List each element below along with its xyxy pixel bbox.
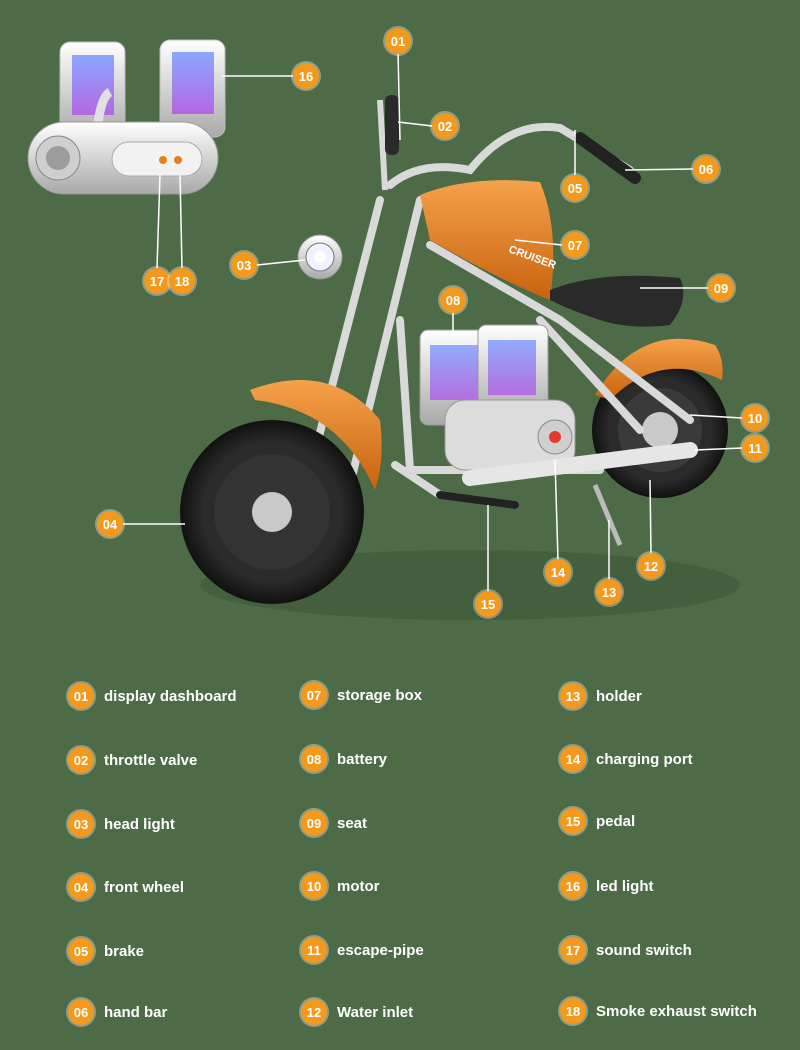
sound-switch-dot — [159, 156, 167, 164]
callout-05: 05 — [562, 175, 588, 201]
legend-item-16: 16 led light — [560, 873, 654, 899]
legend-item-18: 18 Smoke exhaust switch — [560, 998, 757, 1024]
exhaust-pipe — [462, 442, 698, 486]
legend-item-13: 13 holder — [560, 683, 642, 709]
callout-12: 12 — [638, 553, 664, 579]
legend-item-11: 11 escape-pipe — [301, 937, 424, 963]
callout-18: 18 — [169, 268, 195, 294]
legend-num: 06 — [68, 999, 94, 1025]
legend-item-01: 01 display dashboard — [68, 683, 237, 709]
legend-item-08: 08 battery — [301, 746, 387, 772]
legend-num: 16 — [560, 873, 586, 899]
legend-label: brake — [104, 942, 145, 960]
legend-item-12: 12 Water inlet — [301, 999, 413, 1025]
legend-label: holder — [596, 687, 642, 705]
callout-13: 13 — [596, 579, 622, 605]
legend-num: 04 — [68, 874, 94, 900]
pedal — [436, 491, 519, 509]
legend-num: 10 — [301, 873, 327, 899]
callout-06: 06 — [693, 156, 719, 182]
rear-fender — [595, 338, 723, 400]
front-wheel — [180, 420, 364, 604]
legend-num: 15 — [560, 808, 586, 834]
callout-14: 14 — [545, 559, 571, 585]
legend-num: 13 — [560, 683, 586, 709]
legend-num: 05 — [68, 938, 94, 964]
legend-num: 17 — [560, 937, 586, 963]
callout-11: 11 — [742, 435, 768, 461]
legend-item-15: 15 pedal — [560, 808, 635, 834]
legend-num: 09 — [301, 810, 327, 836]
callout-03: 03 — [231, 252, 257, 278]
kickstand — [592, 484, 623, 546]
legend-label: motor — [337, 877, 380, 895]
legend-item-17: 17 sound switch — [560, 937, 692, 963]
legend-label: escape-pipe — [337, 941, 424, 959]
legend-item-10: 10 motor — [301, 873, 380, 899]
callout-09: 09 — [708, 275, 734, 301]
leader-lines — [123, 51, 743, 592]
seat — [550, 275, 684, 327]
legend-item-09: 09 seat — [301, 810, 367, 836]
legend-num: 03 — [68, 811, 94, 837]
legend-label: Smoke exhaust switch — [596, 1002, 757, 1020]
dashboard-stalk — [377, 99, 388, 191]
callout-02: 02 — [432, 113, 458, 139]
legend-label: seat — [337, 814, 368, 832]
callout-07: 07 — [562, 232, 588, 258]
legend-label: sound switch — [596, 941, 692, 959]
legend-item-07: 07 storage box — [301, 682, 422, 708]
legend-label: front wheel — [104, 878, 185, 896]
smoke-switch-dot — [174, 156, 182, 164]
legend-label: hand bar — [104, 1003, 168, 1021]
legend-label: throttle valve — [104, 751, 198, 769]
callout-15: 15 — [475, 591, 501, 617]
legend-label: pedal — [596, 812, 636, 830]
legend-item-04: 04 front wheel — [68, 874, 184, 900]
callout-01: 01 — [385, 28, 411, 54]
dashboard — [385, 95, 399, 155]
legend-label: Water inlet — [337, 1003, 414, 1021]
hand-grip — [574, 132, 641, 184]
callout-16: 16 — [293, 63, 319, 89]
front-fender — [250, 380, 382, 490]
legend-item-05: 05 brake — [68, 938, 144, 964]
legend-item-14: 14 charging port — [560, 746, 693, 772]
callout-08: 08 — [440, 287, 466, 313]
legend-item-02: 02 throttle valve — [68, 747, 197, 773]
led-engine-inset — [27, 39, 226, 195]
legend-num: 11 — [301, 937, 327, 963]
engine — [419, 324, 576, 471]
callout-17: 17 — [144, 268, 170, 294]
legend-num: 08 — [301, 746, 327, 772]
legend-num: 01 — [68, 683, 94, 709]
legend-label: display dashboard — [104, 687, 237, 705]
fuel-tank — [420, 180, 554, 300]
legend-label: charging port — [596, 750, 693, 768]
callout-10: 10 — [742, 405, 768, 431]
legend-label: led light — [596, 877, 654, 895]
legend-item-03: 03 head light — [68, 811, 175, 837]
legend-label: battery — [337, 750, 388, 768]
headlight — [297, 234, 343, 280]
legend-num: 12 — [301, 999, 327, 1025]
legend-num: 18 — [560, 998, 586, 1024]
legend-num: 07 — [301, 682, 327, 708]
legend-num: 02 — [68, 747, 94, 773]
motorcycle-illustration: CRUISER — [27, 39, 743, 620]
legend-num: 14 — [560, 746, 586, 772]
legend-label: head light — [104, 815, 175, 833]
handlebar — [386, 123, 634, 189]
callout-04: 04 — [97, 511, 123, 537]
legend-item-06: 06 hand bar — [68, 999, 167, 1025]
legend-label: storage box — [337, 686, 423, 704]
